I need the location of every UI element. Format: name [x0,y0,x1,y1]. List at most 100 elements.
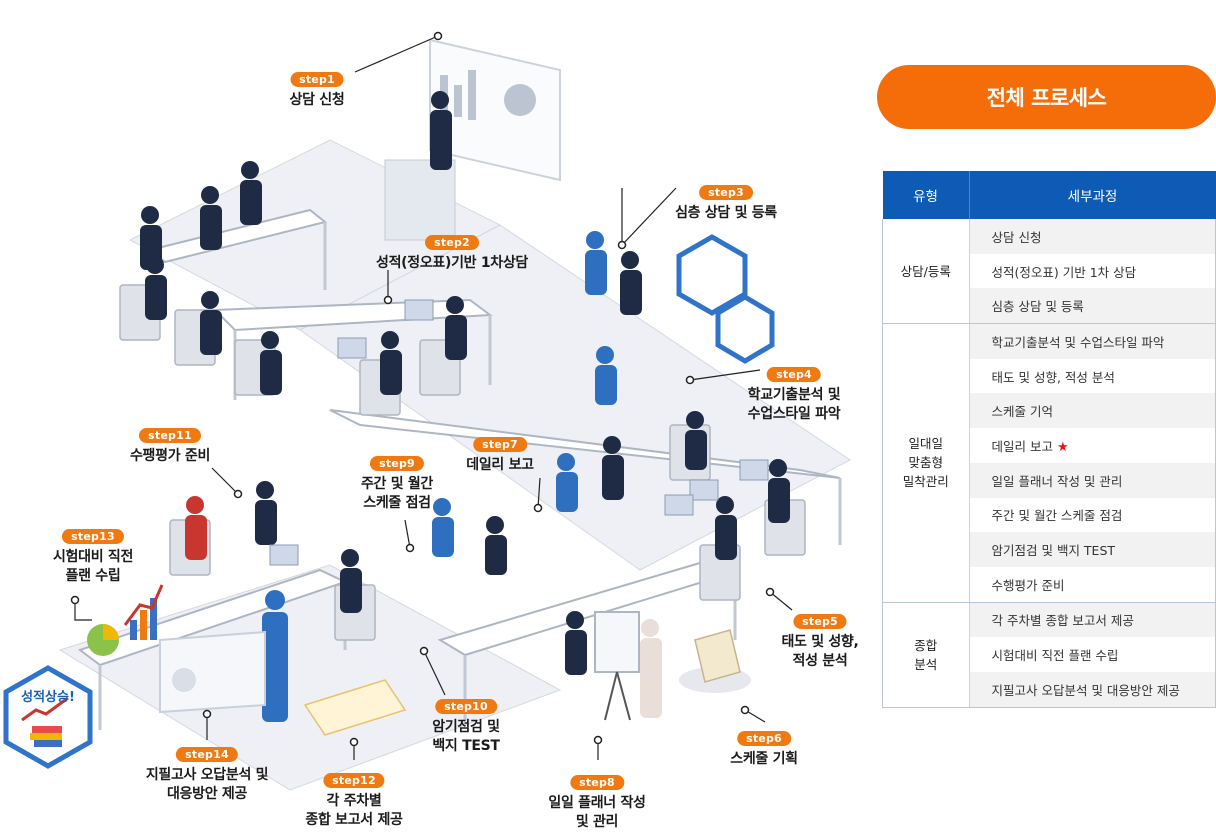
detail-cell: 암기점검 및 백지 TEST [969,532,1216,567]
table-row: 암기점검 및 백지 TEST [883,532,1216,567]
table-row: 상담/등록 상담 신청 [882,219,1216,325]
table-row: 주간 및 월간 스케줄 점검 [883,497,1216,533]
detail-cell: 수행평가 준비 [969,566,1216,603]
bar-chart-graphic [87,584,164,656]
step-text: 학교기출분석 및 [747,387,841,403]
step-badge: step5 [793,614,847,629]
step-12: step12 각 주차별 종합 보고서 제공 [305,769,403,830]
step-badge: step7 [473,437,527,452]
step-badge: step3 [699,185,753,200]
category-line: 종합 [914,637,938,653]
table-row: 지필고사 오답분석 및 대응방안 제공 [883,671,1216,708]
column-header-detail: 세부과정 [969,171,1216,219]
step-badge: step8 [570,775,624,790]
category-cell: 일대일 맞춤형 밀착관리 [882,323,970,603]
step-text: 심층 상담 및 등록 [675,205,777,221]
step-1: step1 상담 신청 [290,68,345,110]
step-badge: step6 [737,731,791,746]
detail-cell: 성적(정오표) 기반 1차 상담 [969,253,1216,289]
step-text: 시험대비 직전 [52,549,134,565]
column-header-type: 유형 [882,171,970,219]
detail-text: 데일리 보고 [991,438,1053,454]
step-text: 백지 TEST [432,738,500,754]
step-7: step7 데일리 보고 [466,433,534,475]
laptops [269,299,769,566]
step-text: 성적(정오표)기반 1차상담 [375,255,529,271]
category-line: 맞춤형 [908,455,943,471]
category-line: 분석 [914,656,938,672]
step-badge: step14 [176,747,238,762]
step-9: step9 주간 및 월간 스케줄 점검 [361,452,433,513]
step-11: step11 수팽평가 준비 [130,424,210,466]
step-4: step4 학교기출분석 및 수업스타일 파악 [748,363,841,424]
step-text: 스케줄 기획 [730,751,798,767]
dashboard-screen [159,630,266,714]
process-title-pill: 전체 프로세스 [877,65,1216,129]
detail-cell: 상담 신청 [969,219,1216,254]
step-text: 상담 신청 [289,92,345,108]
hex-icons [676,234,775,364]
step-badge: step11 [139,428,201,443]
step-text: 암기점검 및 [432,719,500,735]
table-row: 일대일 맞춤형 밀착관리 학교기출분석 및 수업스타일 파악 [882,323,1216,603]
step-5: step5 태도 및 성향, 적성 분석 [781,610,859,671]
category-line: 밀착관리 [902,474,949,490]
step-text: 플랜 수립 [65,568,121,584]
category-line: 상담/등록 [900,263,951,279]
table-row: 데일리 보고 ★ [883,428,1216,463]
step-text: 적성 분석 [792,653,848,669]
category-cell: 상담/등록 [882,219,970,325]
detail-cell-highlight: 데일리 보고 ★ [969,428,1216,463]
table-row: 일일 플래너 작성 및 관리 [883,462,1216,498]
step-6: step6 스케줄 기획 [730,727,798,769]
table-row: 종합 분석 각 주차별 종합 보고서 제공 [882,602,1216,708]
office-illustration [58,31,851,791]
step-text: 수팽평가 준비 [129,448,211,464]
detail-cell: 각 주차별 종합 보고서 제공 [969,602,1216,638]
detail-cell: 학교기출분석 및 수업스타일 파악 [969,323,1216,359]
table-header-row: 유형 세부과정 [882,171,1216,219]
step-badge: step10 [435,699,497,714]
category-line: 일대일 [908,436,943,452]
connector-dots [70,31,775,747]
table-row: 성적(정오표) 기반 1차 상담 [883,253,1216,289]
report-papers [303,679,407,736]
detail-cell: 태도 및 성향, 적성 분석 [969,358,1216,394]
step-13: step13 시험대비 직전 플랜 수립 [53,525,133,586]
step-10: step10 암기점검 및 백지 TEST [432,695,500,756]
step-badge: step4 [767,367,821,382]
step-2: step2 성적(정오표)기반 1차상담 [376,231,528,273]
step-text: 일일 플래너 작성 [548,795,646,811]
step-text: 데일리 보고 [466,457,534,473]
detail-cell: 시험대비 직전 플랜 수립 [969,637,1216,672]
step-badge: step9 [370,456,424,471]
people [140,91,790,722]
detail-cell: 스케줄 기억 [969,393,1216,429]
step-badge: step12 [323,773,385,788]
step-text: 스케줄 점검 [363,495,431,511]
step-text: 각 주차별 [326,793,382,809]
flipchart [594,611,640,721]
table-row: 수행평가 준비 [883,566,1216,603]
step-text: 지필고사 오답분석 및 [145,767,269,783]
process-table: 유형 세부과정 상담/등록 상담 신청 성적(정오표) 기반 1차 상담 심층 … [882,171,1216,708]
star-icon: ★ [1056,439,1069,455]
step-text: 태도 및 성향, [781,634,859,650]
hexagon-icon [3,665,93,769]
detail-cell: 심층 상담 및 등록 [969,288,1216,325]
score-rise-label: 성적상승! [21,690,75,705]
step-badge: step2 [425,235,479,250]
step-badge: step1 [290,72,344,87]
detail-cell: 지필고사 오답분석 및 대응방안 제공 [969,671,1216,708]
table-row: 태도 및 성향, 적성 분석 [883,358,1216,394]
step-text: 주간 및 월간 [360,476,434,492]
step-text: 대응방안 제공 [166,786,248,802]
detail-cell: 일일 플래너 작성 및 관리 [969,462,1216,498]
calendar [679,629,751,693]
score-rise-badge: 성적상승! [2,664,94,770]
step-text: 및 관리 [575,814,619,830]
step-badge: step13 [62,529,124,544]
step-text: 수업스타일 파악 [747,406,841,422]
step-3: step3 심층 상담 및 등록 [675,181,777,223]
